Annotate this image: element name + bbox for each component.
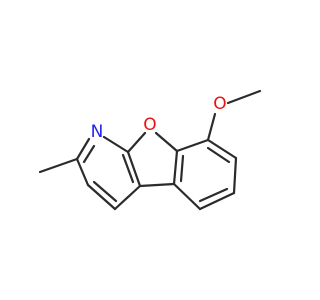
- bond-c4a-c9a-inner: [121, 153, 135, 184]
- structure-canvas: N O O: [38, 89, 262, 211]
- bond-omethoxy-ch3: [226, 89, 262, 105]
- methoxy-oxygen-atom-label: O: [213, 94, 226, 114]
- bond-o-c8a: [154, 131, 179, 153]
- bond-c9a-n: [102, 135, 130, 154]
- bond-c2-c3: [75, 157, 90, 187]
- bond-n-c2-inner: [82, 144, 96, 164]
- bond-c3-c4-inner: [92, 180, 118, 203]
- bond-c6-c5-inner: [198, 187, 229, 203]
- bond-c3-c4: [86, 183, 117, 211]
- bond-c6-c5: [198, 191, 236, 211]
- bond-c8a-c8: [175, 138, 210, 153]
- bond-c8a-c4b-inner: [179, 154, 185, 183]
- bond-n-c2: [75, 137, 91, 161]
- ring-oxygen-atom-label: O: [143, 115, 156, 135]
- bond-c8a-c4b: [172, 149, 179, 186]
- molecule-diagram: N O O: [38, 89, 262, 211]
- bond-c7-c6: [232, 156, 238, 195]
- bond-methyl: [38, 157, 79, 174]
- nitrogen-atom-label: N: [91, 122, 104, 142]
- bond-c4b-c4a: [138, 182, 176, 188]
- bond-c5-c4b: [172, 182, 202, 211]
- bond-c4a-c9a: [126, 150, 142, 188]
- bond-c8-omethoxy: [206, 112, 217, 142]
- bond-c8-c7-inner: [206, 146, 231, 164]
- bond-c4-c4a: [113, 184, 142, 211]
- bond-c8-c7: [206, 138, 238, 160]
- bond-c9a-o: [126, 131, 147, 154]
